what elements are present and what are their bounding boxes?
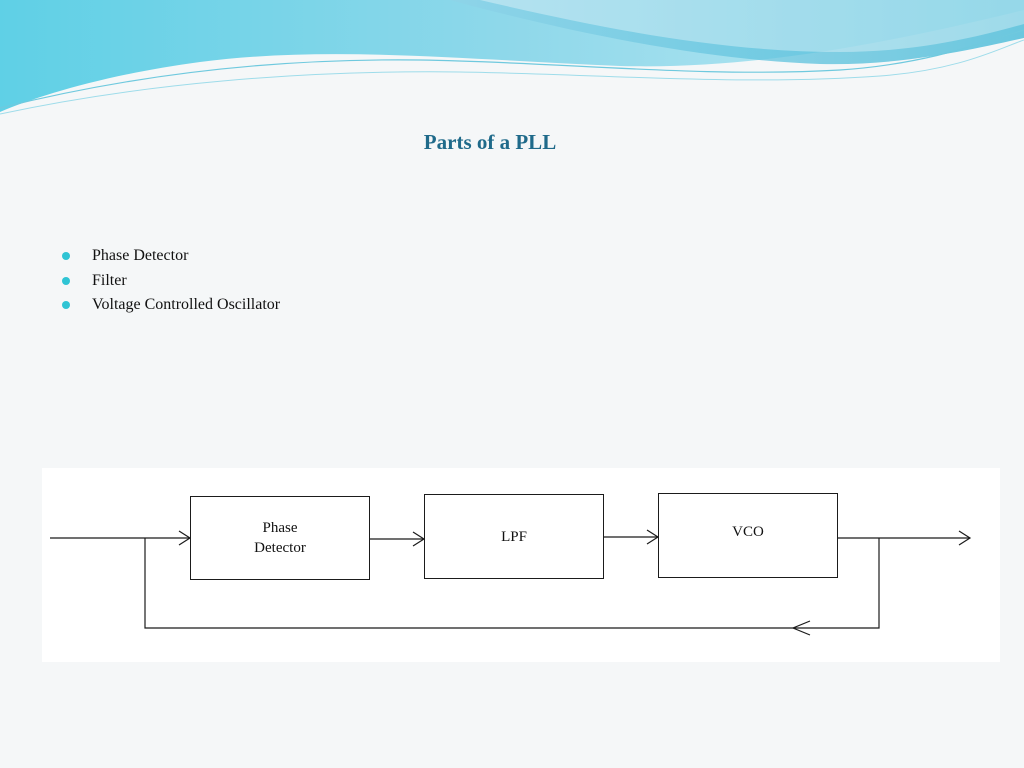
bullet-dot-icon xyxy=(62,301,70,309)
feedback-arrowhead-icon xyxy=(791,620,811,636)
bullet-list: Phase Detector Filter Voltage Controlled… xyxy=(62,244,280,318)
bullet-item: Filter xyxy=(62,269,280,294)
phase-detector-block: Phase Detector xyxy=(190,496,370,580)
feedback-loop-line xyxy=(144,538,880,629)
pll-block-diagram: Phase Detector LPF VCO xyxy=(42,468,1000,662)
diagram-connections xyxy=(50,529,972,636)
slide-title: Parts of a PLL xyxy=(423,130,557,154)
bullet-dot-icon xyxy=(62,276,70,285)
bullet-item: Voltage Controlled Oscillator xyxy=(62,293,280,318)
bullet-item: Phase Detector xyxy=(62,244,280,269)
header-wave-decoration xyxy=(0,0,1024,115)
output-arrowhead-icon xyxy=(958,530,972,546)
lpf-block: LPF xyxy=(424,494,604,579)
vco-block: VCO xyxy=(658,493,838,578)
bullet-dot-icon xyxy=(62,252,70,260)
